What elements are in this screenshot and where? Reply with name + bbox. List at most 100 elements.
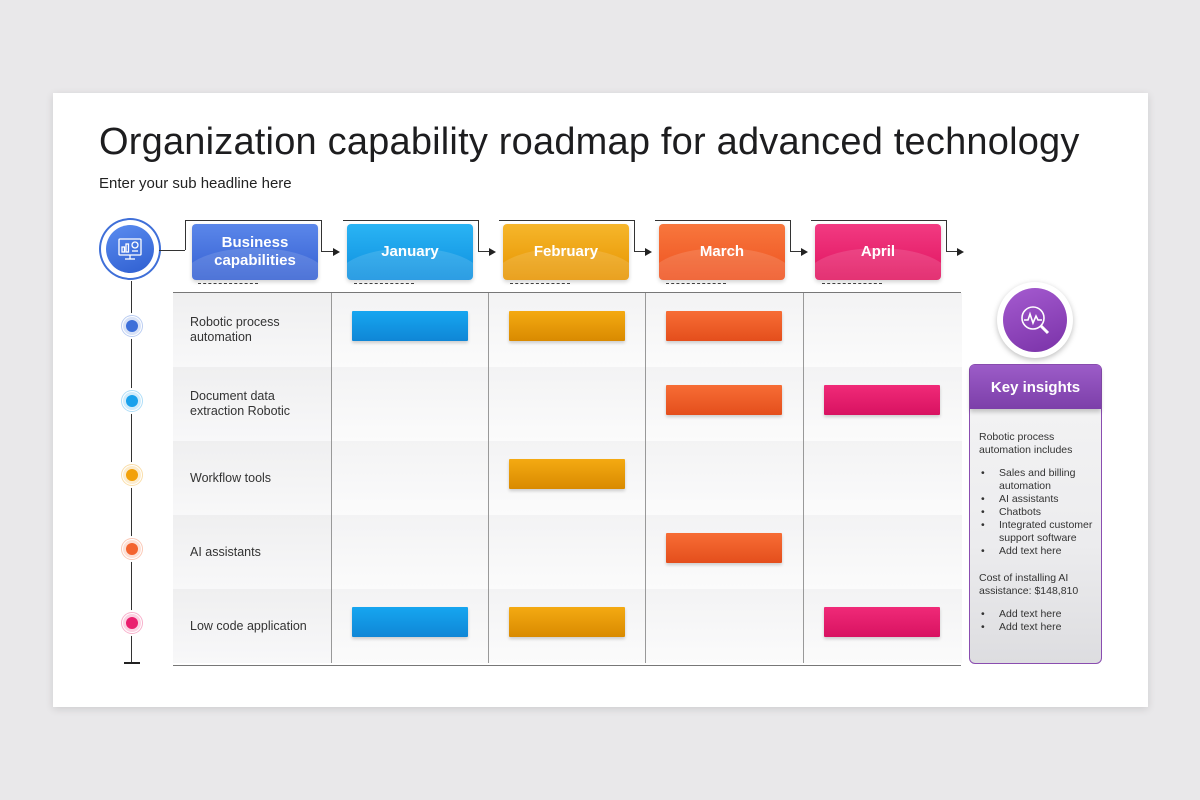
month-cell-march xyxy=(645,293,804,367)
month-cell-march xyxy=(645,367,804,441)
month-cell-april xyxy=(803,589,962,663)
month-cell-february xyxy=(488,589,646,663)
key-insights-panel: Key insights Robotic process automation … xyxy=(969,364,1102,664)
dashed-line xyxy=(822,283,882,284)
header-march: March xyxy=(659,224,785,280)
connector xyxy=(321,220,322,251)
row-label: Document data extraction Robotic xyxy=(190,389,291,418)
list-item: Integrated customer support software xyxy=(979,519,1097,545)
arrow-icon xyxy=(333,248,340,256)
roadmap-bar xyxy=(824,607,940,637)
dashed-line xyxy=(666,283,726,284)
header-label: Business capabilities xyxy=(214,234,296,269)
row-label-cell: Document data extraction Robotic xyxy=(173,367,331,441)
roadmap-bar xyxy=(509,607,625,637)
header-january: January xyxy=(347,224,473,280)
row-label-cell: AI assistants xyxy=(173,515,331,589)
connector xyxy=(811,220,947,221)
roadmap-bar xyxy=(824,385,940,415)
table-row: Robotic process automation xyxy=(173,293,962,368)
connector xyxy=(634,220,635,251)
roadmap-bar xyxy=(666,533,782,563)
month-cell-january xyxy=(331,367,489,441)
month-cell-april xyxy=(803,367,962,441)
month-cell-april xyxy=(803,441,962,515)
roadmap-bar xyxy=(509,311,625,341)
timeline-dot-5 xyxy=(119,610,145,636)
timeline-dot-4 xyxy=(119,536,145,562)
dashed-line xyxy=(510,283,570,284)
month-cell-february xyxy=(488,293,646,367)
month-cell-february xyxy=(488,367,646,441)
dashboard-icon-badge xyxy=(101,220,159,278)
list-item: AI assistants xyxy=(979,493,1097,506)
timeline-dot-3 xyxy=(119,462,145,488)
timeline-dot-2 xyxy=(119,388,145,414)
table-row: Workflow tools xyxy=(173,441,962,516)
month-cell-january xyxy=(331,293,489,367)
insights-intro: Robotic process automation includes xyxy=(979,431,1073,456)
month-cell-february xyxy=(488,441,646,515)
connector xyxy=(499,220,635,221)
key-insights-title: Key insights xyxy=(970,365,1101,409)
insights-cost: Cost of installing AI assistance: $148,8… xyxy=(979,572,1079,597)
roadmap-bar xyxy=(352,311,468,341)
arrow-icon xyxy=(645,248,652,256)
month-cell-january xyxy=(331,441,489,515)
month-cell-march xyxy=(645,589,804,663)
connector xyxy=(185,220,322,221)
row-label: Low code application xyxy=(190,618,307,633)
dashed-line xyxy=(198,283,258,284)
connector xyxy=(790,251,802,252)
dashed-line xyxy=(354,283,414,284)
month-cell-january xyxy=(331,515,489,589)
key-insights-body: Robotic process automation includes Sale… xyxy=(979,431,1097,648)
connector xyxy=(790,220,791,251)
page-subtitle: Enter your sub headline here xyxy=(99,175,292,192)
connector xyxy=(655,220,791,221)
connector xyxy=(159,250,185,251)
month-cell-march xyxy=(645,441,804,515)
connector xyxy=(634,251,646,252)
table-row: Low code application xyxy=(173,589,962,663)
page-title: Organization capability roadmap for adva… xyxy=(99,121,1080,163)
list-item: Sales and billing automation xyxy=(979,467,1097,493)
month-cell-april xyxy=(803,515,962,589)
connector xyxy=(185,220,186,250)
header-label: April xyxy=(860,243,896,260)
table-row: AI assistants xyxy=(173,515,962,590)
month-cell-april xyxy=(803,293,962,367)
dashboard-icon xyxy=(118,238,142,260)
timeline-dot-1 xyxy=(119,313,145,339)
connector xyxy=(321,251,334,252)
header-february: February xyxy=(503,224,629,280)
table-row: Document data extraction Robotic xyxy=(173,367,962,442)
row-label-cell: Robotic process automation xyxy=(173,293,331,367)
header-label: March xyxy=(699,243,745,260)
roadmap-bar xyxy=(666,385,782,415)
connector xyxy=(946,251,958,252)
analytics-magnifier-icon xyxy=(1021,306,1050,335)
connector xyxy=(478,251,490,252)
month-cell-january xyxy=(331,589,489,663)
roadmap-bar xyxy=(352,607,468,637)
timeline-end xyxy=(124,662,140,664)
header-label: February xyxy=(533,243,599,260)
slide: Organization capability roadmap for adva… xyxy=(53,93,1148,707)
month-cell-march xyxy=(645,515,804,589)
roadmap-bar xyxy=(666,311,782,341)
header-label: January xyxy=(381,243,439,260)
connector xyxy=(343,220,479,221)
row-label-cell: Workflow tools xyxy=(173,441,331,515)
row-label: AI assistants xyxy=(190,544,261,559)
connector xyxy=(946,220,947,251)
arrow-icon xyxy=(957,248,964,256)
list-item: Chatbots xyxy=(979,506,1097,519)
list-item: Add text here xyxy=(979,621,1097,634)
roadmap-bar xyxy=(509,459,625,489)
connector xyxy=(478,220,479,251)
row-label: Robotic process automation xyxy=(190,315,280,344)
header-april: April xyxy=(815,224,941,280)
insight-icon-badge xyxy=(997,282,1073,358)
